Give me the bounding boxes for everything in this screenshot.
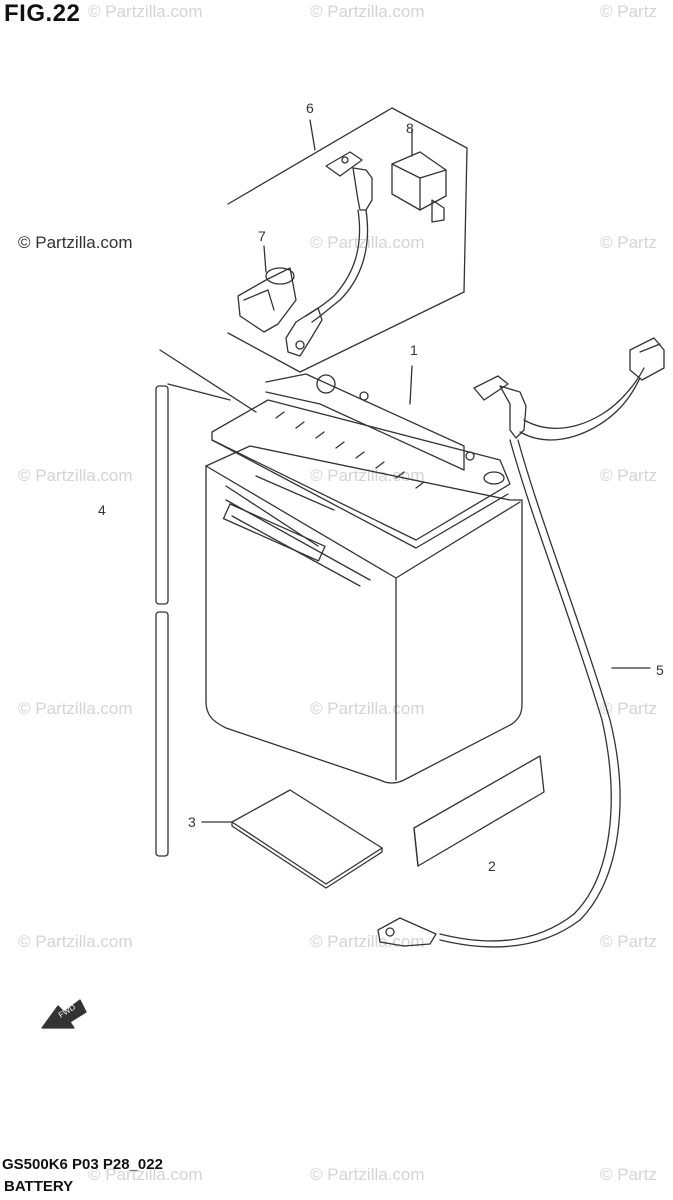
positive-lead-part-6: [285, 151, 373, 357]
negative-lead-part-5: [377, 337, 665, 948]
watermark: © Partz: [600, 2, 657, 21]
watermark: © Partz: [600, 1165, 657, 1184]
figure-title: FIG.22: [4, 0, 81, 27]
watermark: © Partzilla.com: [310, 2, 425, 21]
watermark: © Partzilla.com: [310, 466, 425, 485]
section-title: BATTERY: [4, 1178, 74, 1195]
watermark: © Partz: [600, 233, 657, 252]
watermark: © Partzilla.com: [18, 466, 133, 485]
callout-1: 1: [410, 342, 418, 358]
watermark: © Partzilla.com: [18, 932, 133, 951]
watermark: © Partz: [600, 699, 657, 718]
sheet-part-3: [201, 789, 383, 889]
forward-arrow-icon: [41, 999, 87, 1029]
watermark: © Partzilla.com: [88, 2, 203, 21]
callout-5: 5: [656, 662, 664, 678]
callout-7: 7: [258, 228, 266, 244]
sheet-part-2: [413, 755, 545, 867]
callout-6: 6: [306, 100, 314, 116]
callout-4: 4: [98, 502, 106, 518]
watermark: © Partz: [600, 466, 657, 485]
watermark: © Partzilla.com: [88, 1165, 203, 1184]
group-box-6-7-8: [227, 107, 468, 373]
battery-part-1: [205, 365, 523, 784]
terminal-cap-part-8: [391, 129, 447, 223]
model-code: GS500K6 P03 P28_022: [2, 1156, 163, 1173]
terminal-cover-part-7: [237, 245, 297, 333]
watermark: © Partzilla.com: [310, 932, 425, 951]
breather-tube-part-4: [155, 349, 257, 857]
watermark: © Partz: [600, 932, 657, 951]
watermark: © Partzilla.com: [310, 1165, 425, 1184]
callout-2: 2: [488, 858, 496, 874]
watermark-prominent: © Partzilla.com: [18, 233, 133, 252]
watermark: © Partzilla.com: [18, 699, 133, 718]
callout-3: 3: [188, 814, 196, 830]
callout-8: 8: [406, 120, 414, 136]
